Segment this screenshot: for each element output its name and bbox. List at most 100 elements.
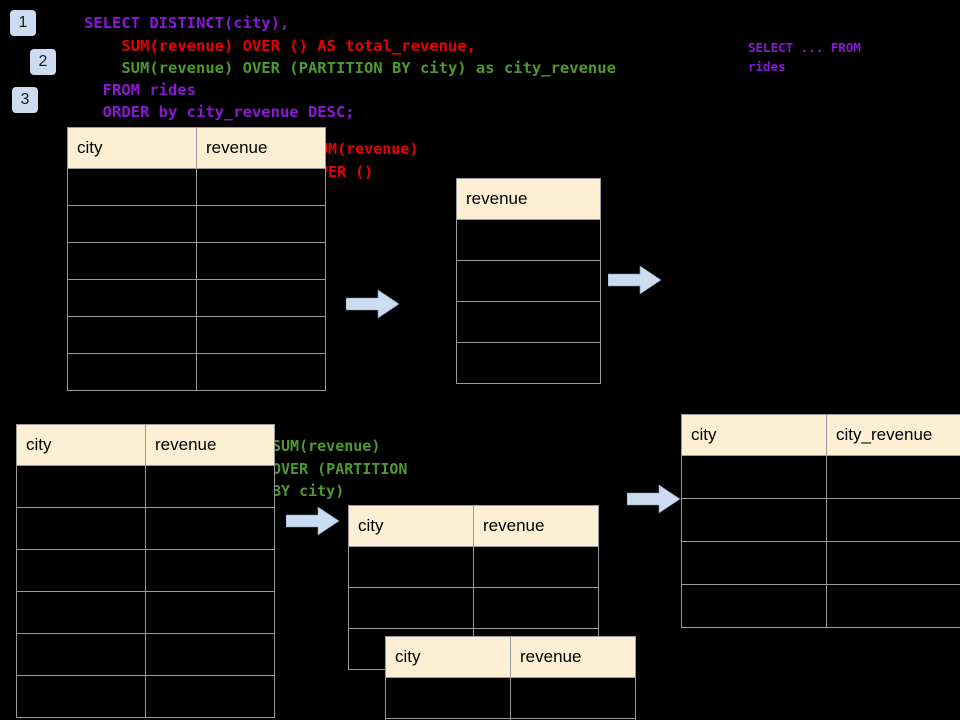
table-row [67, 316, 326, 354]
table-cell [16, 675, 146, 718]
table-row [67, 353, 326, 391]
table-cell [67, 279, 197, 317]
table-row [385, 718, 636, 720]
arrow-total-to-final [608, 265, 662, 295]
column-header-city-revenue: city_revenue [826, 414, 960, 456]
table-cell [145, 675, 275, 718]
column-header-city: city [385, 636, 511, 678]
sql-line-order-by: ORDER by city_revenue DESC; [84, 103, 355, 121]
table-header-row: city city_revenue [681, 414, 960, 456]
table-cell [196, 353, 326, 391]
table-final-result: city city_revenue [681, 414, 960, 628]
table-row [16, 549, 275, 592]
column-header-revenue: revenue [456, 178, 601, 220]
column-header-revenue: revenue [473, 505, 599, 547]
table-cell [681, 498, 827, 542]
table-cell [67, 242, 197, 280]
table-header-row: city revenue [16, 424, 275, 466]
column-header-city: city [16, 424, 146, 466]
table-cell [67, 316, 197, 354]
table-header-row: city revenue [385, 636, 636, 678]
table-row [67, 168, 326, 206]
table-row [385, 677, 636, 719]
table-rides-source-top: city revenue [67, 127, 326, 391]
table-cell [385, 677, 511, 719]
table-cell [473, 546, 599, 588]
table-cell [681, 541, 827, 585]
table-cell [473, 587, 599, 629]
column-header-revenue: revenue [510, 636, 636, 678]
table-cell [826, 541, 960, 585]
sql-line-from: FROM rides [84, 81, 196, 99]
table-rides-source-bottom: city revenue [16, 424, 275, 718]
arrow-partition-to-final [627, 484, 681, 514]
table-cell [67, 168, 197, 206]
table-cell [681, 455, 827, 499]
table-cell [145, 507, 275, 550]
annotation-sum-over-empty: SUM(revenue) OVER () [310, 140, 419, 181]
table-row [681, 584, 960, 628]
table-cell [456, 219, 601, 261]
table-cell [826, 498, 960, 542]
table-cell [67, 205, 197, 243]
table-cell [145, 633, 275, 676]
table-row [456, 342, 601, 384]
column-header-city: city [348, 505, 474, 547]
table-cell [145, 549, 275, 592]
table-cell [681, 584, 827, 628]
table-cell [16, 591, 146, 634]
table-cell [456, 342, 601, 384]
table-cell [196, 316, 326, 354]
table-row [348, 587, 599, 629]
arrow-rides-to-partition [286, 506, 340, 536]
table-row [16, 591, 275, 634]
table-header-row: revenue [456, 178, 601, 220]
table-header-row: city revenue [348, 505, 599, 547]
column-header-city: city [67, 127, 197, 169]
table-cell [510, 718, 636, 720]
column-header-city: city [681, 414, 827, 456]
table-cell [145, 591, 275, 634]
table-row [67, 279, 326, 317]
table-cell [826, 455, 960, 499]
table-row [681, 455, 960, 499]
table-row [681, 541, 960, 585]
step-badge-1: 1 [10, 10, 36, 36]
table-row [67, 205, 326, 243]
table-cell [196, 242, 326, 280]
table-row [456, 301, 601, 343]
table-cell [145, 465, 275, 508]
table-cell [456, 301, 601, 343]
table-cell [196, 168, 326, 206]
table-row [16, 675, 275, 718]
table-cell [196, 205, 326, 243]
table-row [456, 219, 601, 261]
table-cell [16, 633, 146, 676]
table-cell [16, 549, 146, 592]
step-badge-3: 3 [12, 87, 38, 113]
column-header-revenue: revenue [196, 127, 326, 169]
table-row [456, 260, 601, 302]
table-row [348, 546, 599, 588]
table-cell [16, 465, 146, 508]
table-cell [826, 584, 960, 628]
step-badge-2: 2 [30, 49, 56, 75]
table-cell [456, 260, 601, 302]
table-cell [16, 507, 146, 550]
table-total-revenue-result: revenue [456, 178, 601, 384]
table-cell [67, 353, 197, 391]
table-row [67, 242, 326, 280]
table-cell [196, 279, 326, 317]
table-row [681, 498, 960, 542]
sidenote-select-from-rides: SELECT ... FROM rides [748, 40, 861, 74]
table-cell [510, 677, 636, 719]
arrow-rides-to-total [346, 289, 400, 319]
table-cell [348, 546, 474, 588]
sql-line-select: SELECT DISTINCT(city), [84, 14, 290, 32]
table-header-row: city revenue [67, 127, 326, 169]
column-header-revenue: revenue [145, 424, 275, 466]
table-row [16, 465, 275, 508]
table-partition-group-front: city revenue [385, 636, 636, 720]
table-row [16, 633, 275, 676]
